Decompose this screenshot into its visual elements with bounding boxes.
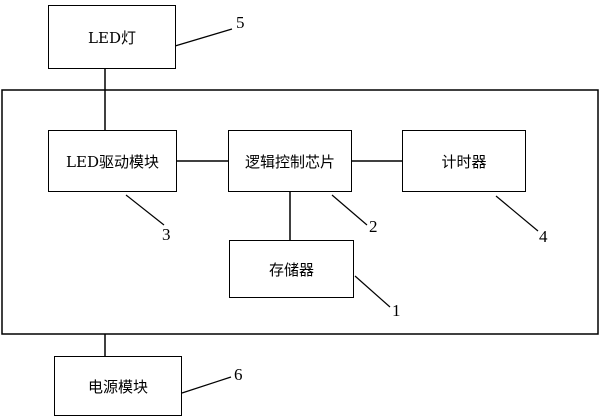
leader-line-6 (181, 376, 232, 394)
storage-label: 存储器 (268, 260, 314, 279)
ref-number-4: 4 (539, 227, 548, 246)
led-light-block: LED灯 (48, 5, 176, 69)
timer-block: 计时器 (402, 130, 526, 192)
leader-line-5 (174, 28, 233, 47)
leader-line-2 (331, 194, 368, 226)
ref-number-6: 6 (234, 365, 243, 384)
logic-chip-label: 逻辑控制芯片 (244, 152, 335, 171)
power-block: 电源模块 (54, 356, 182, 416)
logic-chip-block: 逻辑控制芯片 (228, 130, 352, 192)
led-driver-label: LED驱动模块 (66, 152, 159, 171)
timer-label: 计时器 (441, 152, 487, 171)
led-light-label: LED灯 (88, 28, 136, 47)
leader-line-1 (354, 275, 391, 308)
ref-number-5: 5 (236, 13, 245, 32)
device-enclosure (1, 89, 599, 335)
leader-line-3 (125, 194, 165, 226)
ref-number-3: 3 (162, 225, 171, 244)
storage-block: 存储器 (229, 240, 354, 298)
led-driver-block: LED驱动模块 (48, 130, 177, 192)
ref-number-2: 2 (369, 217, 378, 236)
power-label: 电源模块 (87, 377, 148, 396)
leader-line-4 (495, 195, 539, 232)
ref-number-1: 1 (392, 301, 401, 320)
